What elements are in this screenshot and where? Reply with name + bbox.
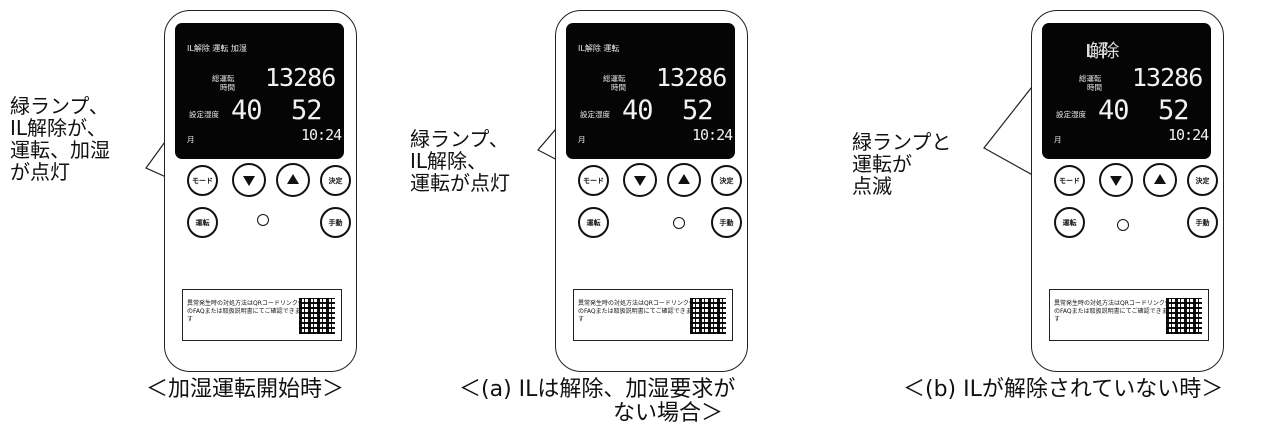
- total-run-value: 13286: [1132, 63, 1203, 92]
- up-button[interactable]: [1143, 163, 1177, 197]
- ok-button[interactable]: 決定: [1187, 165, 1218, 196]
- triangle-up-icon: [287, 174, 299, 184]
- triangle-down-icon: [1110, 176, 1122, 186]
- set-humidity-value: 40: [231, 95, 263, 126]
- run-button-label: 運転: [1062, 218, 1077, 227]
- mode-button[interactable]: モード: [578, 165, 609, 196]
- up-button[interactable]: [276, 163, 310, 197]
- run-button[interactable]: 運転: [1054, 207, 1085, 238]
- callout-text-3: 緑ランプと 運転が 点滅: [852, 130, 952, 198]
- mode-button-label: モード: [192, 176, 213, 185]
- info-box: 異常発生時の対処方法はQRコードリンク先のFAQまたは取扱説明書にてご確認できま…: [182, 289, 342, 341]
- controller-panel-2: IL解除 運転 総運転 時間 13286 設定湿度 40 52 月 10:24 …: [555, 10, 748, 372]
- caption-2: ＜(a) ILは解除、加湿要求が ない場合＞: [459, 377, 736, 426]
- total-run-value: 13286: [265, 63, 336, 92]
- lcd-screen: IL解除 総運転 時間 13286 設定湿度 40 52 月 10:24: [1042, 23, 1211, 159]
- info-box: 異常発生時の対処方法はQRコードリンク先のFAQまたは取扱説明書にてご確認できま…: [1049, 289, 1209, 341]
- mode-button-label: モード: [583, 176, 604, 185]
- triangle-down-icon: [634, 176, 646, 186]
- caption-1: ＜加湿運転開始時＞: [146, 377, 345, 402]
- month-label: 月: [1054, 135, 1062, 144]
- green-lamp: [673, 217, 685, 229]
- triangle-up-icon: [678, 174, 690, 184]
- qr-code-icon[interactable]: [1166, 298, 1202, 334]
- mode-indicator-text: IL解除 運転 加湿: [187, 44, 247, 53]
- current-humidity-value: 52: [1158, 95, 1190, 126]
- run-button-label: 運転: [195, 218, 210, 227]
- current-humidity-value: 52: [291, 95, 323, 126]
- lcd-screen: IL解除 運転 加湿 総運転 時間 13286 設定湿度 40 52 月 10:…: [175, 23, 344, 159]
- info-text: 異常発生時の対処方法はQRコードリンク先のFAQまたは取扱説明書にてご確認できま…: [1054, 300, 1171, 323]
- callout-text-1: 緑ランプ、 IL解除が、 運転、加湿 が点灯: [10, 94, 110, 184]
- setting-humidity-label: 設定湿度: [580, 110, 610, 119]
- time-label: 時間: [611, 83, 626, 92]
- triangle-down-icon: [243, 176, 255, 186]
- total-run-value: 13286: [656, 63, 727, 92]
- mode-indicator-text: IL解除 運転: [578, 44, 620, 53]
- qr-code-icon[interactable]: [299, 298, 335, 334]
- ok-button[interactable]: 決定: [711, 165, 742, 196]
- total-run-label: 総運転: [1079, 74, 1102, 83]
- manual-button[interactable]: 手動: [711, 207, 742, 238]
- mode-indicator-blinking: IL解除: [1086, 41, 1119, 62]
- mode-button-label: モード: [1059, 176, 1080, 185]
- up-button[interactable]: [667, 163, 701, 197]
- controller-panel-3: IL解除 総運転 時間 13286 設定湿度 40 52 月 10:24 モード…: [1031, 10, 1224, 372]
- clock-value: 10:24: [301, 126, 342, 144]
- total-run-label: 総運転: [212, 74, 235, 83]
- green-lamp: [257, 214, 269, 226]
- set-humidity-value: 40: [622, 95, 654, 126]
- ok-button-label: 決定: [719, 176, 734, 185]
- setting-humidity-label: 設定湿度: [1056, 110, 1086, 119]
- down-button[interactable]: [232, 163, 266, 197]
- time-label: 時間: [220, 83, 235, 92]
- down-button[interactable]: [1099, 163, 1133, 197]
- triangle-up-icon: [1154, 174, 1166, 184]
- clock-value: 10:24: [1168, 126, 1209, 144]
- set-humidity-value: 40: [1098, 95, 1130, 126]
- run-button[interactable]: 運転: [578, 207, 609, 238]
- manual-button-label: 手動: [1195, 218, 1210, 227]
- callout-text-2: 緑ランプ、 IL解除、 運転が点灯: [410, 127, 510, 195]
- total-run-label: 総運転: [603, 74, 626, 83]
- current-humidity-value: 52: [682, 95, 714, 126]
- ok-button[interactable]: 決定: [320, 165, 351, 196]
- month-label: 月: [578, 135, 586, 144]
- info-text: 異常発生時の対処方法はQRコードリンク先のFAQまたは取扱説明書にてご確認できま…: [187, 300, 304, 323]
- qr-code-icon[interactable]: [690, 298, 726, 334]
- controller-panel-1: IL解除 運転 加湿 総運転 時間 13286 設定湿度 40 52 月 10:…: [164, 10, 357, 372]
- ok-button-label: 決定: [1195, 176, 1210, 185]
- run-button-label: 運転: [586, 218, 601, 227]
- down-button[interactable]: [623, 163, 657, 197]
- manual-button[interactable]: 手動: [320, 207, 351, 238]
- month-label: 月: [187, 135, 195, 144]
- lcd-screen: IL解除 運転 総運転 時間 13286 設定湿度 40 52 月 10:24: [566, 23, 735, 159]
- manual-button-label: 手動: [328, 218, 343, 227]
- mode-button[interactable]: モード: [1054, 165, 1085, 196]
- info-box: 異常発生時の対処方法はQRコードリンク先のFAQまたは取扱説明書にてご確認できま…: [573, 289, 733, 341]
- manual-button[interactable]: 手動: [1187, 207, 1218, 238]
- setting-humidity-label: 設定湿度: [189, 110, 219, 119]
- clock-value: 10:24: [692, 126, 733, 144]
- info-text: 異常発生時の対処方法はQRコードリンク先のFAQまたは取扱説明書にてご確認できま…: [578, 300, 695, 323]
- ok-button-label: 決定: [328, 176, 343, 185]
- manual-button-label: 手動: [719, 218, 734, 227]
- mode-button[interactable]: モード: [187, 165, 218, 196]
- caption-3: ＜(b) ILが解除されていない時＞: [903, 377, 1224, 402]
- time-label: 時間: [1087, 83, 1102, 92]
- run-button[interactable]: 運転: [187, 207, 218, 238]
- green-lamp: [1117, 219, 1129, 231]
